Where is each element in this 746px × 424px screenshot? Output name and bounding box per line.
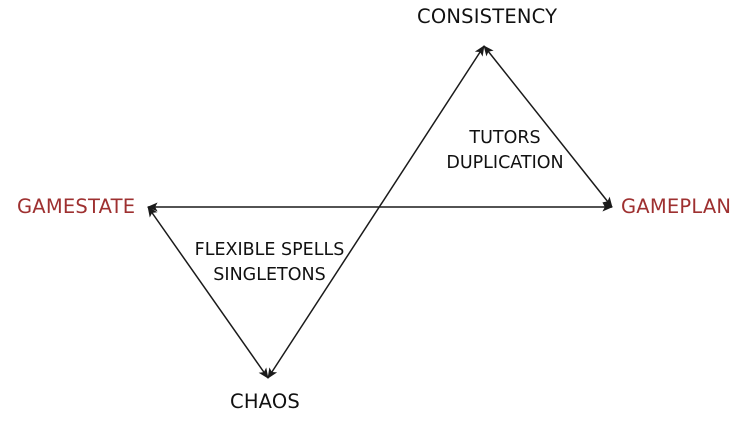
node-label-consistency: CONSISTENCY bbox=[417, 5, 558, 28]
edge-label-line-1: FLEXIBLE SPELLS bbox=[194, 240, 345, 260]
edge-label-line-1: TUTORS bbox=[469, 128, 541, 148]
node-label-chaos: CHAOS bbox=[230, 390, 301, 413]
edge-gameplan-consistency bbox=[483, 45, 613, 208]
node-label-gamestate: GAMESTATE bbox=[17, 195, 136, 218]
node-label-gameplan: GAMEPLAN bbox=[621, 195, 732, 218]
edge-label-tutors-duplication: TUTORS DUPLICATION bbox=[435, 126, 575, 176]
edge-label-line-2: DUPLICATION bbox=[446, 152, 564, 173]
edge-gamestate-chaos bbox=[147, 206, 269, 379]
edge-label-flexible-singletons: FLEXIBLE SPELLS SINGLETONS bbox=[192, 238, 347, 288]
edge-label-line-2: SINGLETONS bbox=[213, 264, 326, 285]
edge-chaos-consistency bbox=[267, 45, 485, 379]
